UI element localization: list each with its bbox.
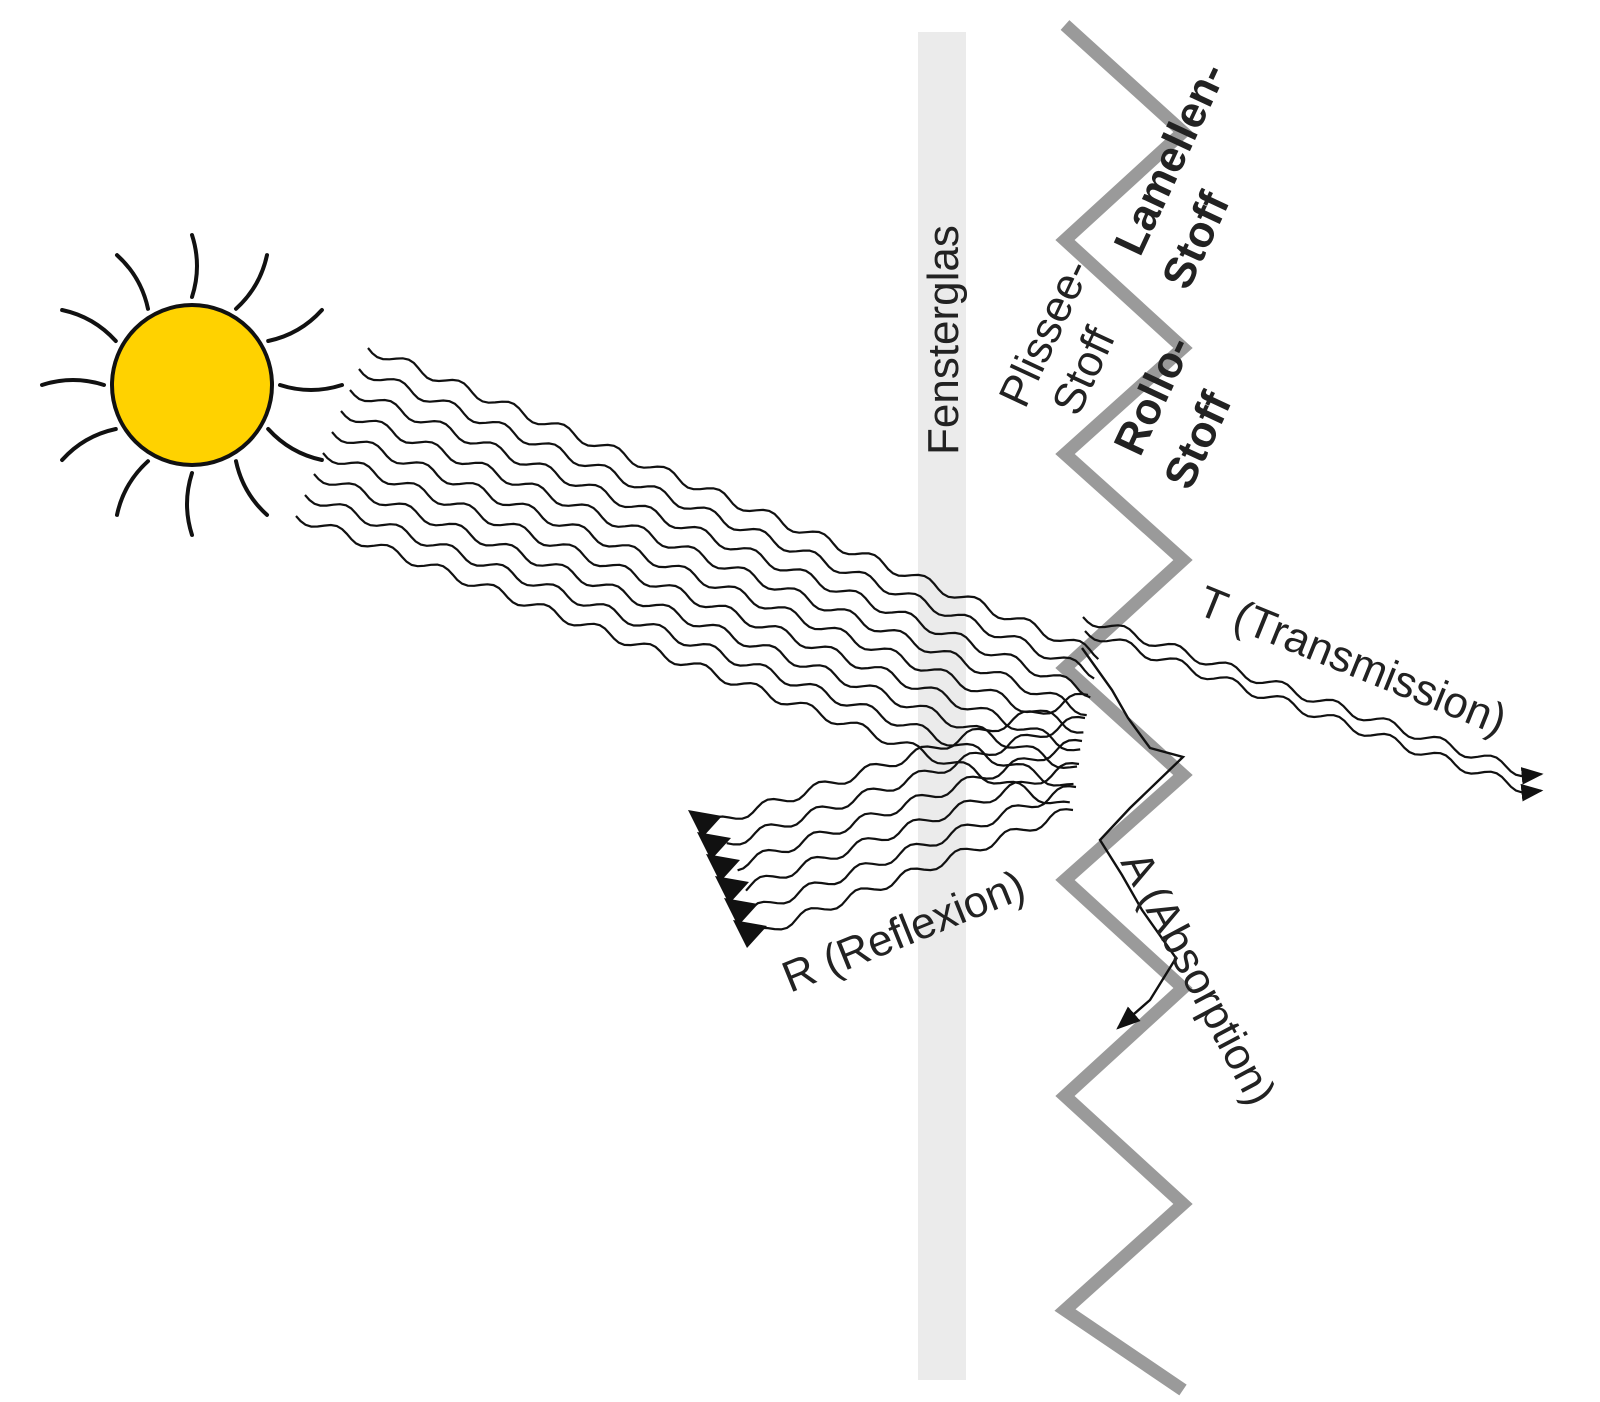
- incoming-ray: [340, 410, 1087, 717]
- incoming-ray: [367, 347, 1100, 660]
- sun-ray: [115, 253, 150, 311]
- reflected-ray: [716, 692, 1089, 820]
- reflected-ray: [761, 808, 1074, 931]
- sun-ray: [60, 427, 118, 462]
- absorption-label: A (Absorption): [1111, 844, 1285, 1113]
- arrowhead-icon: [724, 898, 758, 926]
- sun-ray: [234, 253, 269, 311]
- arrowhead-icon: [733, 920, 767, 948]
- sun-ray: [115, 459, 150, 517]
- absorbed-ray: [1081, 647, 1186, 1030]
- transmitted-ray: [1082, 616, 1544, 785]
- arrowhead-icon: [697, 832, 731, 860]
- incoming-ray: [304, 494, 1074, 787]
- reflected-rays: [716, 692, 1089, 931]
- sun-ray: [266, 308, 324, 343]
- reflected-ray: [737, 738, 1083, 872]
- arrowhead-icon: [715, 876, 749, 904]
- glass-label: Fensterglas: [919, 225, 968, 455]
- sun-icon: [40, 233, 344, 537]
- incoming-ray: [331, 431, 1084, 734]
- incoming-ray: [295, 515, 1070, 805]
- transmitted-rays: [1082, 616, 1544, 802]
- sun-ray: [190, 233, 199, 299]
- incoming-rays: [295, 347, 1100, 805]
- transmission-label: T (Transmission): [1191, 577, 1513, 745]
- fabric-zigzag: [1054, 20, 1193, 1396]
- incoming-ray: [313, 473, 1078, 770]
- arrowhead-icon: [688, 810, 722, 838]
- incoming-ray: [322, 452, 1081, 752]
- transmitted-ray: [1084, 630, 1544, 802]
- sun-ray: [40, 378, 106, 387]
- sun-ray: [185, 471, 194, 537]
- sun-ray: [234, 459, 269, 517]
- sun-ray: [266, 427, 324, 462]
- incoming-ray: [358, 368, 1095, 680]
- reflected-ray: [752, 784, 1077, 908]
- reflected-ray: [726, 715, 1086, 846]
- incoming-ray: [349, 389, 1091, 699]
- sun-ray: [60, 308, 118, 343]
- arrowhead-icon: [706, 854, 740, 882]
- arrowhead-icon: [688, 810, 767, 948]
- sun-disc: [110, 303, 274, 467]
- sun-ray: [278, 383, 344, 392]
- reflected-ray: [745, 761, 1080, 892]
